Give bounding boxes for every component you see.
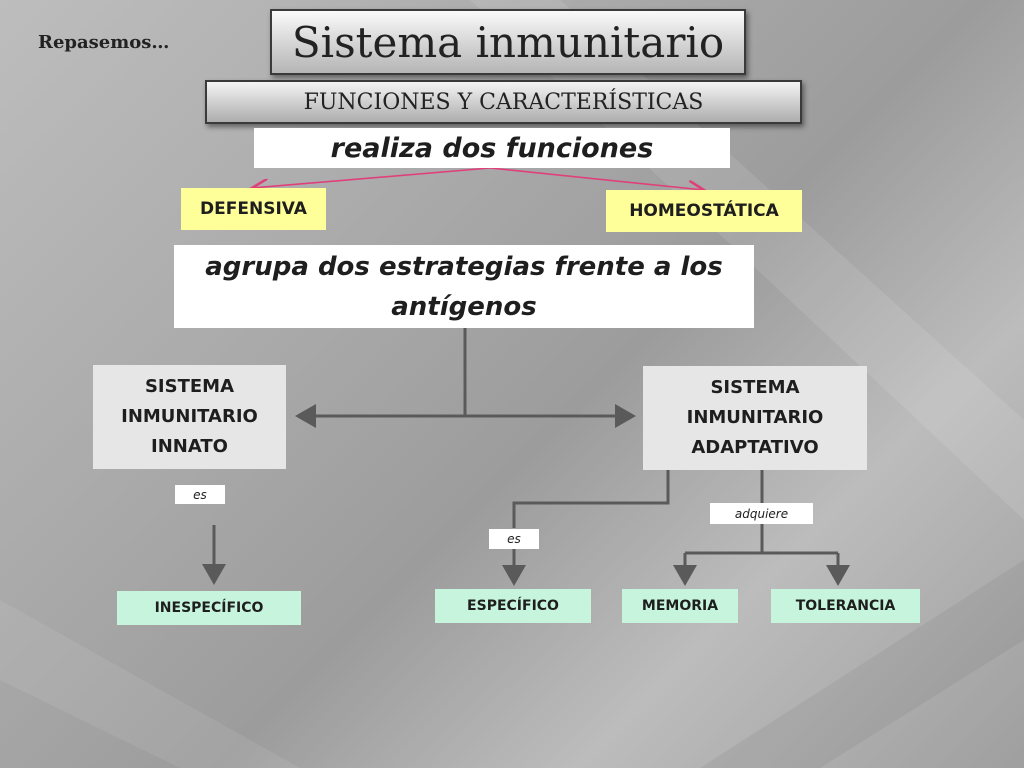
inespecifico-node: INESPECÍFICO: [117, 591, 301, 625]
memoria-node: MEMORIA: [622, 589, 738, 623]
arrow-to-homeostatica: [489, 167, 704, 190]
repasemos-label: Repasemos…: [38, 32, 170, 53]
page-title: Sistema inmunitario: [270, 9, 746, 75]
homeostatica-node: HOMEOSTÁTICA: [606, 190, 802, 232]
functions-node: realiza dos funciones: [254, 128, 730, 168]
innate-line-2: INMUNITARIO: [121, 406, 258, 427]
tolerancia-node: TOLERANCIA: [771, 589, 920, 623]
adaptive-line-2: INMUNITARIO: [686, 407, 824, 428]
innate-system-node: SISTEMA INMUNITARIO INNATO: [93, 365, 286, 469]
arrow-to-defensiva: [252, 167, 491, 188]
adaptive-line-1: SISTEMA: [710, 377, 800, 398]
strategies-line-2: antígenos: [391, 291, 537, 322]
strategies-node: agrupa dos estrategias frente a los antí…: [174, 245, 754, 328]
link-label-es-adaptativo: es: [489, 529, 539, 549]
innate-line-3: INNATO: [151, 436, 228, 457]
page-subtitle: FUNCIONES Y CARACTERÍSTICAS: [205, 80, 802, 124]
strategies-line-1: agrupa dos estrategias frente a los: [205, 251, 723, 282]
link-label-es-innato: es: [175, 485, 225, 504]
defensiva-node: DEFENSIVA: [181, 188, 326, 230]
adaptive-line-3: ADAPTATIVO: [691, 437, 819, 458]
especifico-node: ESPECÍFICO: [435, 589, 591, 623]
link-label-adquiere: adquiere: [710, 503, 813, 524]
innate-line-1: SISTEMA: [144, 376, 235, 397]
adaptive-system-node: SISTEMA INMUNITARIO ADAPTATIVO: [643, 366, 867, 470]
